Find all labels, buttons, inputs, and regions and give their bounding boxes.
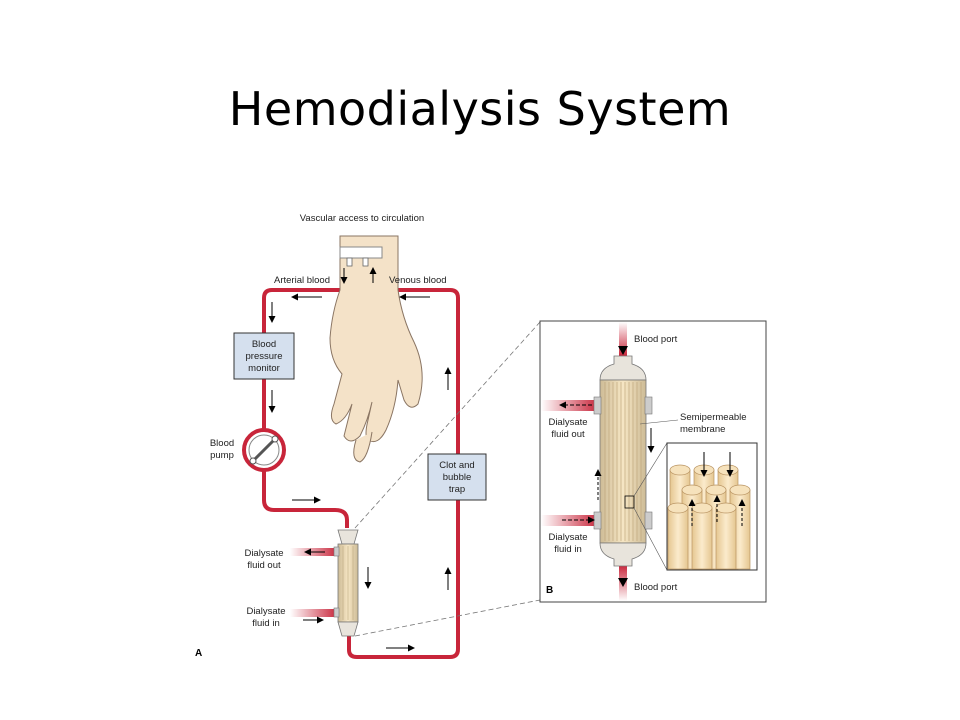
hollow-fiber-end bbox=[681, 484, 703, 496]
magnify-box bbox=[624, 495, 635, 509]
blood-pump bbox=[242, 428, 286, 472]
svg-text:monitor: monitor bbox=[248, 363, 280, 374]
dialysate-in-label-a: Dialysate bbox=[246, 606, 285, 617]
svg-text:trap: trap bbox=[449, 484, 465, 495]
svg-text:pressure: pressure bbox=[246, 351, 283, 362]
blood-pressure-monitor: Blood pressure monitor bbox=[233, 332, 295, 380]
hollow-fiber bbox=[691, 507, 713, 570]
hand-illustration bbox=[329, 235, 423, 463]
membrane-label: Semipermeable bbox=[680, 412, 747, 423]
blood-port-bottom-label: Blood port bbox=[634, 582, 678, 593]
dialysate-out-label-b: Dialysate bbox=[548, 417, 587, 428]
hollow-fiber bbox=[667, 507, 689, 570]
svg-text:fluid out: fluid out bbox=[551, 429, 585, 440]
hollow-fiber-end bbox=[667, 502, 689, 514]
hollow-fiber-end bbox=[717, 464, 739, 476]
panel-a: Vascular access to circulation Arterial … bbox=[195, 213, 541, 659]
hollow-fiber bbox=[715, 507, 737, 570]
panel-a-letter: A bbox=[195, 648, 202, 659]
fiber-inset bbox=[666, 442, 758, 571]
vascular-access-patch bbox=[339, 246, 383, 259]
blood-port-top-label: Blood port bbox=[634, 334, 678, 345]
slide-title: Hemodialysis System bbox=[228, 82, 732, 136]
hollow-fiber-end bbox=[705, 484, 727, 496]
svg-text:fluid out: fluid out bbox=[247, 560, 281, 571]
vascular-access-label: Vascular access to circulation bbox=[300, 213, 424, 224]
dialysate-in-label-b: Dialysate bbox=[548, 532, 587, 543]
venous-blood-label: Venous blood bbox=[389, 275, 447, 286]
clot-bubble-trap: Clot and bubble trap bbox=[427, 453, 487, 501]
hollow-fiber-end bbox=[715, 502, 737, 514]
hollow-fiber-end bbox=[669, 464, 691, 476]
svg-text:pump: pump bbox=[210, 450, 234, 461]
svg-text:membrane: membrane bbox=[680, 424, 725, 435]
arterial-blood-label: Arterial blood bbox=[274, 275, 330, 286]
hollow-fiber-end bbox=[729, 484, 751, 496]
svg-text:Blood: Blood bbox=[252, 339, 276, 350]
panel-b-letter: B bbox=[546, 585, 553, 596]
blood-circuit-tube bbox=[262, 262, 460, 659]
svg-text:Clot and: Clot and bbox=[439, 460, 474, 471]
hollow-fiber-end bbox=[691, 502, 713, 514]
svg-text:fluid in: fluid in bbox=[554, 544, 581, 555]
dialysate-out-label-a: Dialysate bbox=[244, 548, 283, 559]
dialyzer-small bbox=[290, 529, 359, 637]
zoom-line bbox=[354, 321, 541, 529]
svg-text:fluid in: fluid in bbox=[252, 618, 279, 629]
blood-pump-label: Blood bbox=[210, 438, 234, 449]
dialyzer-large bbox=[593, 346, 653, 587]
panel-b: Blood port Blood port Semipermeable memb… bbox=[539, 320, 767, 603]
svg-text:bubble: bubble bbox=[443, 472, 472, 483]
zoom-line bbox=[354, 599, 541, 637]
